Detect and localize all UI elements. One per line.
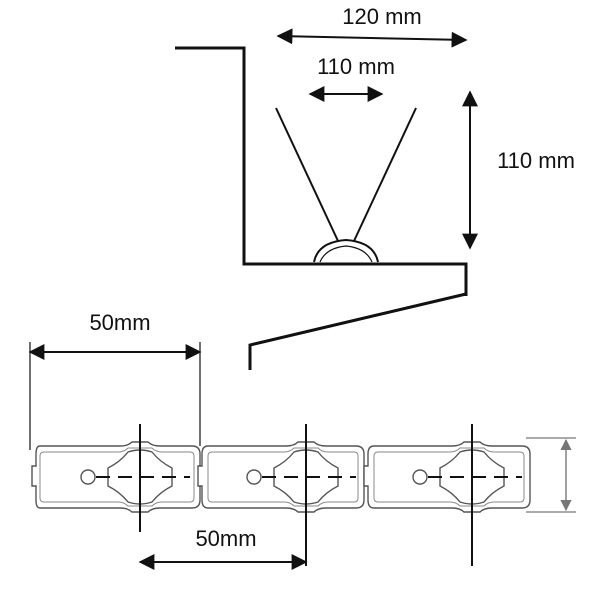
spike-strip-plan (31, 424, 576, 566)
dimension-height: 110 mm (462, 90, 575, 250)
dimension-label-110-height: 110 mm (497, 148, 575, 173)
segment-2-hole (246, 469, 262, 485)
dimension-spike-spread: 110 mm (308, 54, 395, 102)
dimension-spike-spacing: 50mm (138, 526, 308, 570)
ledge-underside (248, 292, 467, 370)
dimension-label-50-spacing: 50mm (195, 526, 256, 551)
dimension-segment-length: 50mm (28, 310, 202, 450)
ledge-outline (175, 46, 468, 296)
dimension-label-50-segment: 50mm (89, 310, 150, 335)
segment-1-hole (80, 469, 96, 485)
strip-segment-3 (363, 424, 531, 566)
side-profile (175, 46, 468, 370)
segment-2-inner-outline (207, 447, 359, 507)
dimension-label-120: 120 mm (342, 4, 421, 29)
segment-3-hole (412, 469, 428, 485)
spike-base-dome (313, 238, 379, 263)
spike-right (353, 107, 417, 242)
segment-1-inner-outline (39, 447, 195, 507)
dimension-width-top: 120 mm (276, 4, 468, 48)
dimension-line-120 (276, 28, 468, 48)
strip-segment-2 (197, 424, 365, 566)
dimension-label-110-spread: 110 mm (317, 54, 395, 79)
spike-base-inner (319, 245, 373, 263)
strip-width-indicator (526, 437, 576, 513)
spike-left (275, 107, 339, 242)
strip-segment-1 (31, 424, 201, 532)
segment-3-inner-outline (373, 447, 525, 507)
